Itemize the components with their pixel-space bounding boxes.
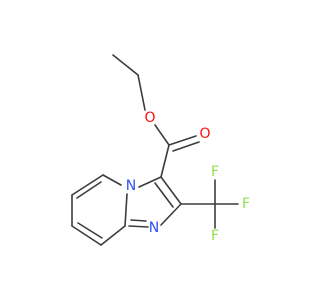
atom-n-bridge: N: [126, 178, 136, 194]
bond-ch2-o-ether: [137, 74, 146, 111]
bond-c2-n-ring: [160, 203, 182, 226]
atom-f-bottom: F: [211, 228, 219, 244]
bond-c7-c8-2: [77, 222, 103, 239]
atom-o-carbonyl: O: [199, 126, 210, 142]
atom-n-ring: N: [149, 220, 159, 236]
bond-c7-c8-1: [71, 225, 102, 246]
bond-c3-n-bridge: [138, 176, 162, 188]
bond-c5-c6-2: [76, 181, 102, 199]
bond-c8a-n-bridge: [124, 193, 128, 227]
bond-n-ring-c8a-double-2: [130, 219, 147, 222]
atom-o-ether: O: [144, 110, 155, 126]
atom-f-right: F: [242, 196, 250, 212]
bond-group: [71, 54, 239, 246]
bond-n-bridge-c5: [102, 174, 122, 186]
atom-label-group: O O N N F F F: [126, 110, 250, 244]
bond-carbonyl-c-o-1: [168, 135, 197, 146]
bond-ch3-ch2: [112, 54, 139, 76]
bond-c3-c2-double-1: [160, 176, 182, 205]
bond-carbonyl-c-c3: [160, 144, 170, 178]
bond-n-ring-c8a-double-1: [128, 225, 149, 228]
molecule-structure-diagram: O O N N F F F: [71, 54, 250, 246]
bond-carbonyl-c-o-2: [172, 141, 200, 152]
bond-o-ether-carbonyl-c: [154, 124, 170, 146]
atom-f-top: F: [211, 164, 219, 180]
bond-c8-c8a: [100, 225, 126, 246]
bond-c5-c6-1: [71, 174, 104, 196]
molecule-svg: O O N N F F F: [71, 54, 250, 246]
bond-c3-c2-double-2: [154, 182, 174, 208]
